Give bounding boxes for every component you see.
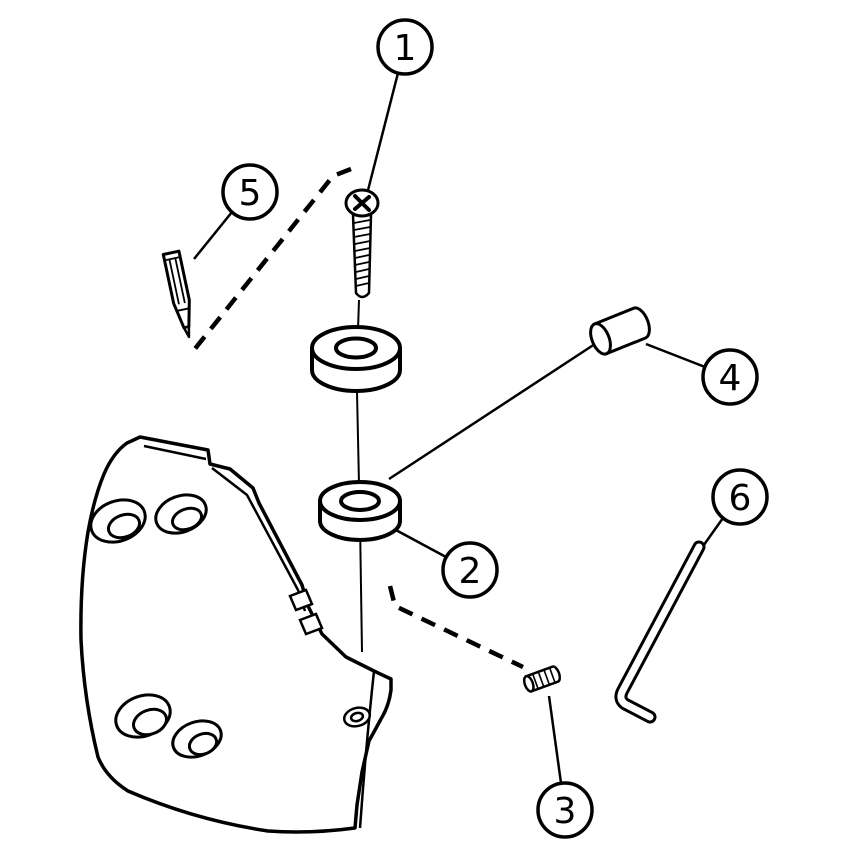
leader-callout-4 (645, 342, 706, 369)
set-screw-end (522, 674, 535, 693)
tool-body-edge-step-1 (288, 588, 314, 612)
torx-bit (161, 249, 191, 339)
leader-callout-3 (547, 695, 563, 784)
callout-3-label: 3 (554, 791, 577, 832)
callout-6: 6 (711, 468, 769, 526)
callout-1-label: 1 (394, 28, 417, 69)
lower-washer-bore-wall (340, 503, 380, 512)
tool-body-edge-step-2 (298, 612, 324, 636)
callout-4-label: 4 (719, 358, 742, 399)
screw-threads (353, 219, 371, 287)
torx-bit-shank (161, 249, 191, 330)
tool-body (79, 435, 393, 834)
leader-callout-5 (193, 211, 233, 260)
hex-key (614, 540, 706, 724)
screw-phillips-cross-icon (353, 194, 371, 212)
body-hole-bottom-left (114, 693, 172, 739)
dashed-line-torx-bit (192, 166, 352, 352)
callout-5: 5 (221, 163, 279, 221)
callouts: 1 2 3 4 5 6 (221, 18, 769, 839)
callout-2: 2 (441, 541, 499, 599)
torx-bit-facets (164, 256, 190, 312)
upper-shim-washer (310, 325, 402, 393)
lower-shim-washer (318, 480, 402, 542)
callout-2-label: 2 (459, 551, 482, 592)
body-hole-top-left (89, 498, 147, 544)
tool-body-outline (79, 435, 393, 834)
callout-6-label: 6 (729, 478, 752, 519)
assembly-centerline (356, 299, 363, 653)
leader-callout-2 (393, 527, 447, 559)
callout-5-label: 5 (239, 173, 262, 214)
set-screw (522, 665, 562, 693)
clamp-screw (344, 188, 380, 299)
tool-body-pocket-line (358, 670, 376, 829)
body-lug-hole (342, 706, 372, 728)
callout-4: 4 (701, 348, 759, 406)
callout-1: 1 (376, 18, 434, 76)
leader-lines (193, 72, 725, 784)
set-screw-threads (532, 667, 556, 689)
leader-callout-1 (364, 72, 400, 199)
pin-end-face (589, 322, 612, 356)
hex-key-inner (617, 543, 703, 721)
cylindrical-pin (589, 306, 651, 356)
body-hole-bottom-right (171, 719, 223, 759)
body-hole-top-right (154, 493, 208, 535)
dashed-line-set-screw (387, 585, 524, 670)
callout-3: 3 (536, 781, 594, 839)
torx-bit-tip (182, 325, 191, 339)
leader-pin-to-washer (388, 340, 599, 481)
upper-washer-bore-wall (335, 350, 377, 359)
